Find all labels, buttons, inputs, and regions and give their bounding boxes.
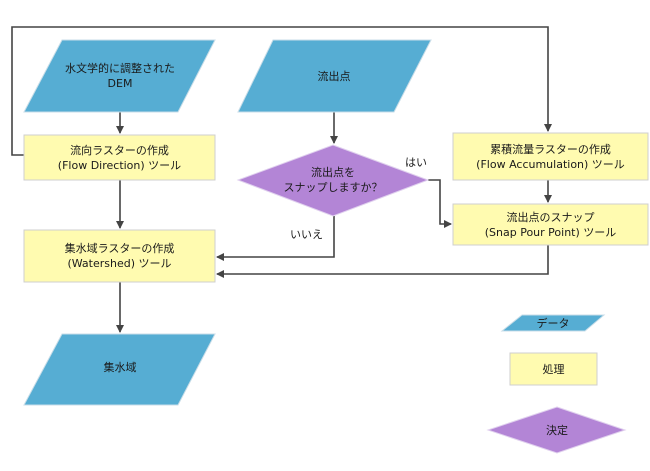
dem-label: 水文学的に調整された DEM	[65, 62, 175, 90]
legend-data-shape	[500, 314, 606, 332]
legend-data-label: データ	[536, 316, 570, 330]
flow-direction-process-shape[interactable]	[23, 134, 216, 181]
legend-process-label: 処理	[542, 362, 565, 376]
flow-accumulation-process-shape[interactable]	[452, 132, 649, 181]
edge-label-yes: はい	[405, 156, 427, 169]
snap-pour-point-label: 流出点のスナップ (Snap Pour Point) ツール	[484, 210, 617, 239]
decision-snap-label: 流出点を スナップしますか？	[283, 166, 383, 194]
dem-data-shape[interactable]	[23, 39, 216, 113]
pour-point-label: 流出点	[317, 69, 351, 83]
edge-label-no: いいえ	[290, 228, 323, 241]
edge-decision-no-to-watershed-tool	[216, 216, 335, 261]
decision-snap-shape[interactable]	[236, 144, 430, 217]
legend-decision-shape	[486, 406, 627, 454]
edge-snap-to-watershed-tool	[216, 245, 549, 278]
legend-process-shape	[509, 352, 598, 386]
flow-direction-label: 流向ラスターの作成 (Flow Direction) ツール	[57, 143, 182, 172]
watershed-tool-label: 集水域ラスターの作成 (Watershed) ツール	[64, 242, 175, 270]
snap-pour-point-process-shape[interactable]	[452, 203, 649, 246]
flow-accumulation-label: 累積流量ラスターの作成 (Flow Accumulation) ツール	[476, 142, 625, 171]
watershed-data-shape[interactable]	[23, 333, 216, 406]
pour-point-data-shape[interactable]	[237, 39, 432, 113]
legend-decision-label: 決定	[546, 423, 568, 437]
watershed-label: 集水域	[103, 360, 137, 374]
watershed-tool-process-shape[interactable]	[23, 229, 216, 283]
edge-flow-direction-to-flow-accumulation	[11, 26, 552, 156]
edge-decision-yes-to-snap	[428, 179, 452, 228]
